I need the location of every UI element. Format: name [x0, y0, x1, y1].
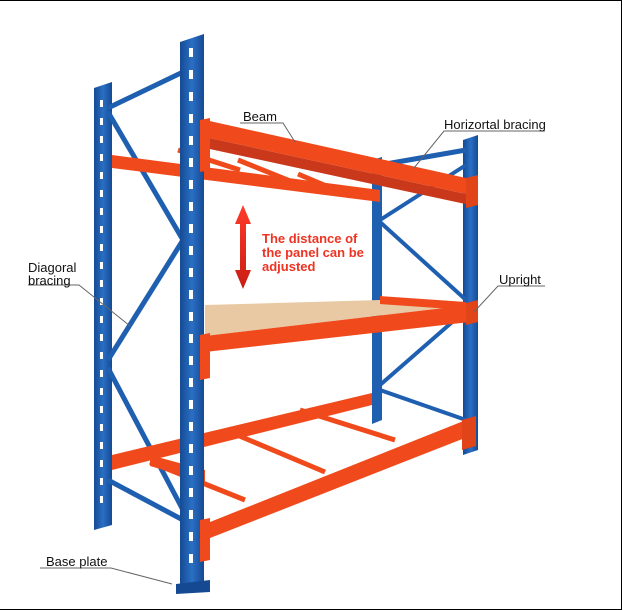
- diagonal-bracing-leader: [28, 284, 131, 327]
- left-side-bracing: [105, 69, 186, 523]
- back-right-upright-front: [463, 135, 478, 455]
- middle-level: [205, 296, 478, 352]
- horizontal-bracing-label: Horizortal bracing: [444, 117, 546, 132]
- back-right-brace: [378, 220, 468, 302]
- middle-back-beam: [380, 296, 466, 310]
- panel-distance-note-line3: adjusted: [262, 259, 316, 274]
- bottom-front-connector: [462, 416, 476, 450]
- middle-front-connector: [466, 300, 478, 325]
- top-right-beam-face: [205, 137, 470, 205]
- back-right-brace: [379, 388, 467, 422]
- back-left-frame: [94, 82, 112, 530]
- left-brace: [106, 69, 185, 111]
- base-plate: [176, 580, 210, 594]
- back-left-upright-holes: [100, 100, 103, 503]
- upright-leader: [473, 285, 545, 313]
- panel-distance-note-line2: the panel can be: [262, 245, 364, 260]
- panel-distance-note: The distance of the panel can be adjuste…: [262, 232, 382, 274]
- wooden-panel: [205, 300, 470, 336]
- middle-front-beam: [205, 305, 470, 352]
- upright-label: Upright: [499, 272, 541, 287]
- beam-leader: [240, 122, 296, 143]
- horizontal-bracing-leader: [413, 130, 545, 169]
- top-front-connector: [466, 175, 478, 208]
- diagonal-bracing-label-line2: bracing: [28, 273, 71, 288]
- bottom-front-beam: [205, 420, 470, 540]
- callout-lines: [28, 122, 545, 585]
- front-left-upright: [176, 34, 210, 594]
- left-brace: [105, 238, 186, 362]
- left-brace: [105, 366, 186, 512]
- panel-distance-note-line1: The distance of: [262, 231, 358, 246]
- top-right-beam: [205, 120, 466, 194]
- back-top-beam: [112, 155, 380, 202]
- base-plate-label: Base plate: [46, 554, 108, 569]
- left-brace: [105, 110, 186, 242]
- diagonal-bracing-label-line1: Diagoral: [28, 260, 77, 275]
- front-left-upright-holes: [189, 48, 193, 563]
- front-left-connectors: [200, 118, 210, 562]
- base-plate-leader: [40, 567, 173, 585]
- left-brace: [106, 477, 185, 523]
- double-arrow-icon: [235, 205, 251, 289]
- back-left-upright: [94, 82, 112, 530]
- beam-label: Beam: [243, 109, 277, 124]
